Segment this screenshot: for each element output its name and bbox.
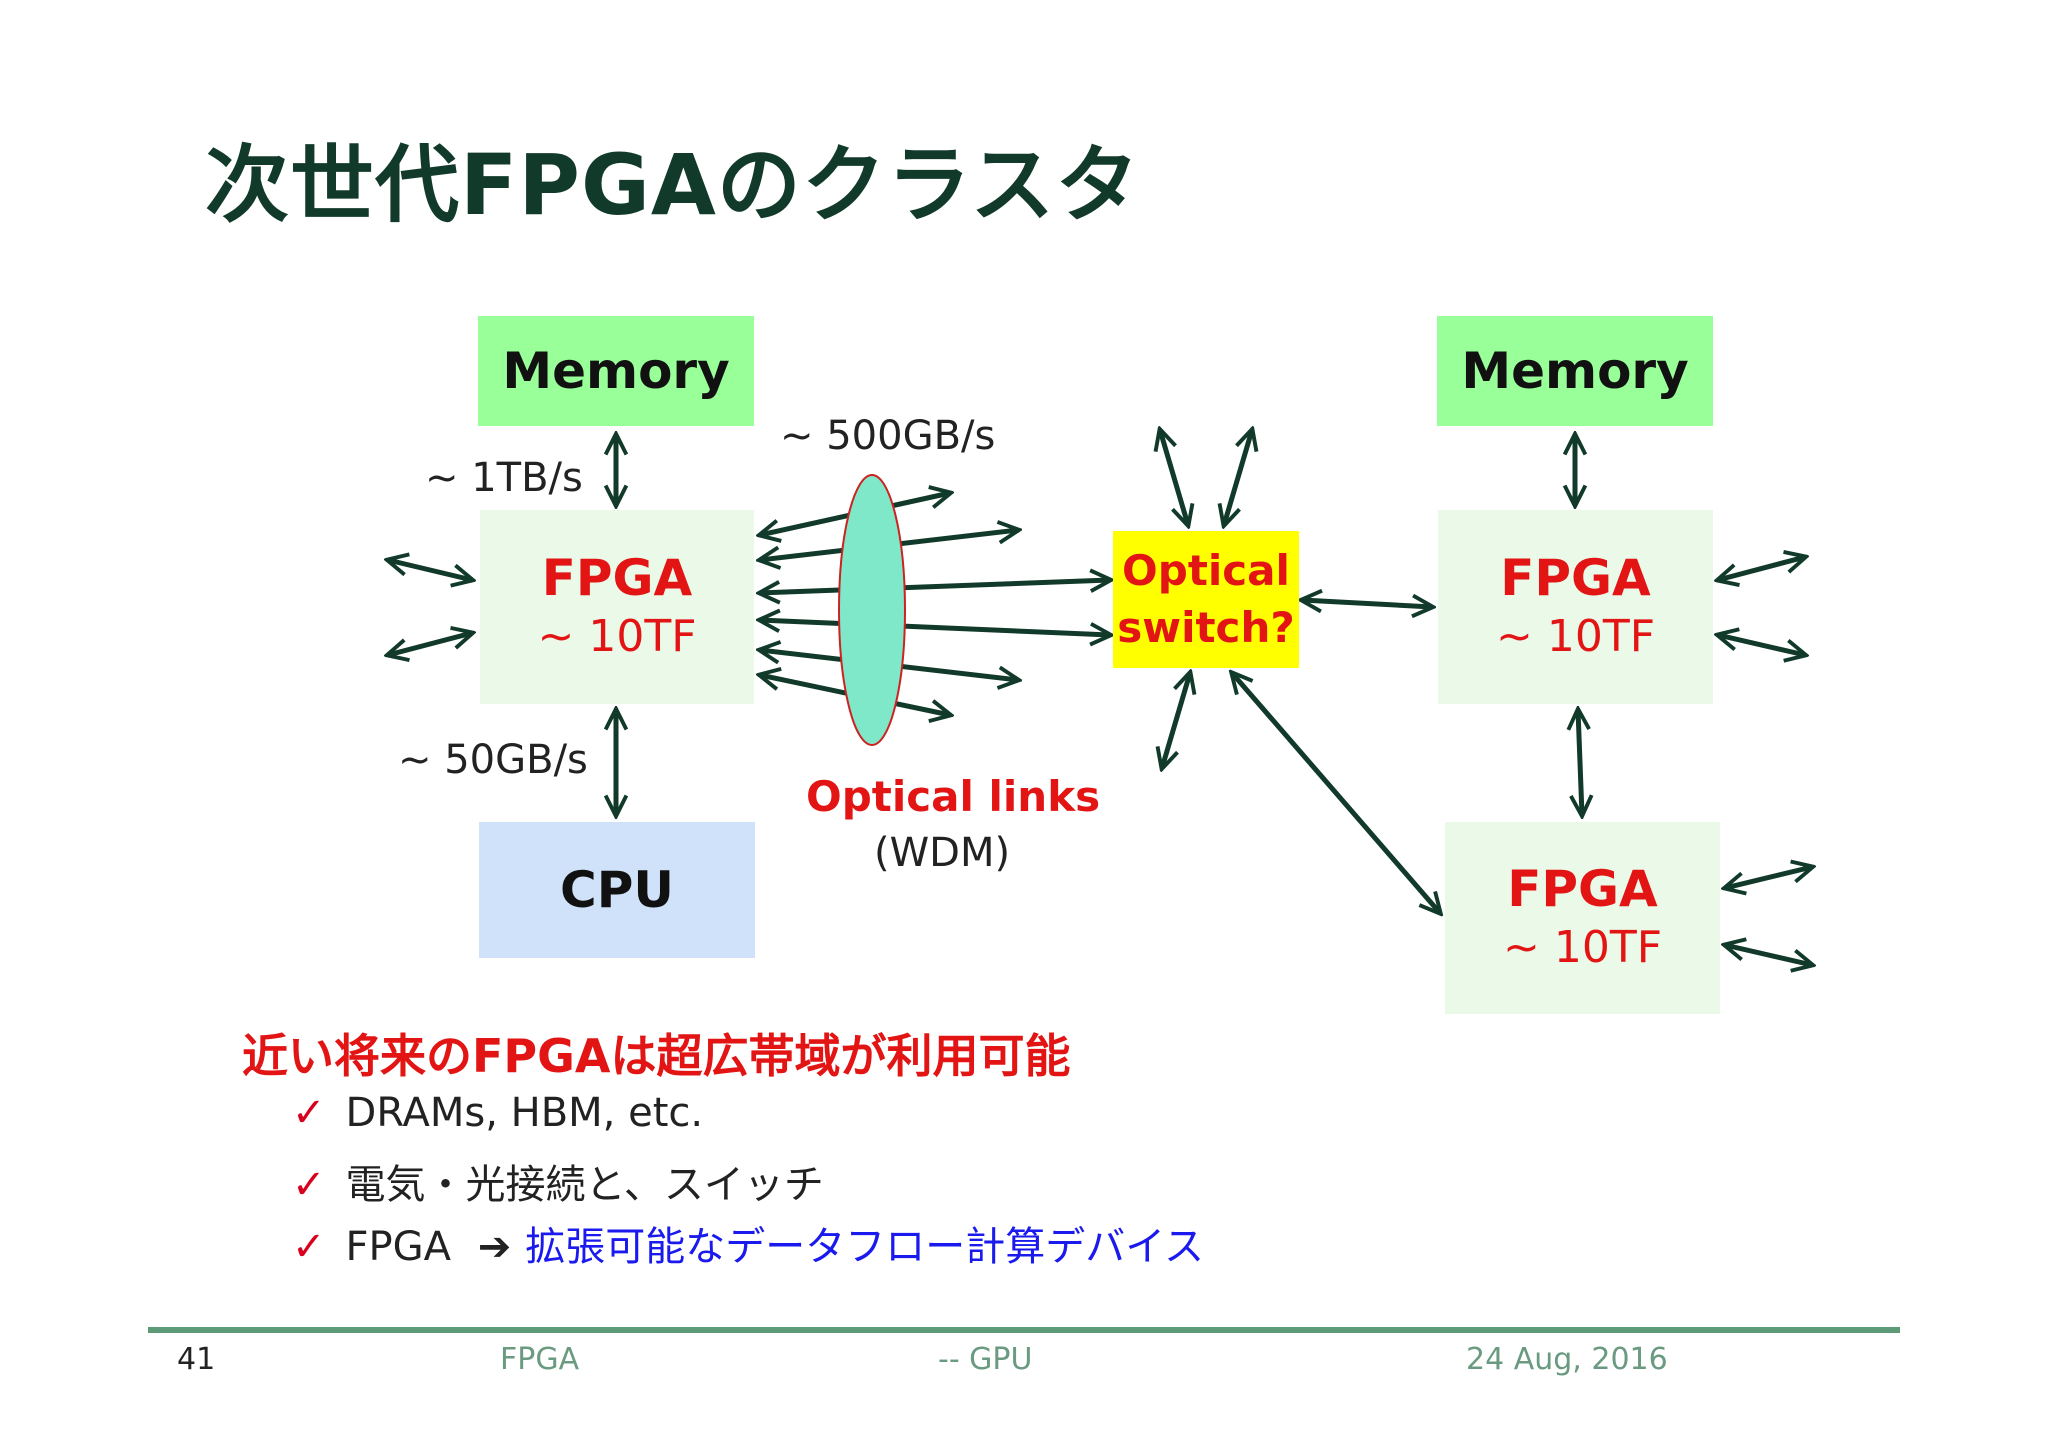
check-icon: ✓ — [292, 1224, 326, 1270]
memory-bandwidth-label: ~ 1TB/s — [425, 455, 583, 501]
memory-label: Memory — [1461, 342, 1689, 400]
fpga-box-left: FPGA ~ 10TF — [480, 510, 754, 704]
optical-links-sublabel: (WDM) — [874, 830, 1011, 876]
fpga-performance: ~ 10TF — [1502, 922, 1663, 974]
fpga-box-right-bottom: FPGA ~ 10TF — [1445, 822, 1720, 1014]
bullet-item: ✓ 電気・光接続と、スイッチ — [292, 1152, 824, 1210]
summary-heading: 近い将来のFPGAは超広帯域が利用可能 — [242, 1029, 1071, 1083]
footer-left-text: FPGA — [500, 1342, 580, 1377]
optical-bandwidth-label: ~ 500GB/s — [780, 413, 996, 459]
fpga-label: FPGA — [541, 549, 693, 608]
switch-fpga-link — [1302, 600, 1432, 607]
footer-center-text: -- GPU — [938, 1342, 1033, 1377]
fpga-label: FPGA — [1507, 860, 1658, 919]
optical-switch-box: Optical switch? — [1113, 531, 1299, 668]
fpga-right-external-arrow — [1718, 557, 1805, 580]
memory-label: Memory — [502, 342, 730, 400]
bullet-text: DRAMs, HBM, etc. — [345, 1090, 704, 1136]
cpu-box: CPU — [479, 822, 755, 958]
switch-external-arrow — [1160, 430, 1188, 525]
fpga-box-right-top: FPGA ~ 10TF — [1438, 510, 1713, 704]
fpga-left-external-arrow — [388, 633, 472, 655]
optical-switch-line2: switch? — [1117, 602, 1295, 652]
optical-link-arrow — [760, 620, 1110, 635]
fpga-label: FPGA — [1500, 549, 1651, 608]
check-icon: ✓ — [292, 1090, 326, 1136]
fpga-right-external-arrow — [1725, 867, 1812, 888]
switch-external-arrow — [1162, 673, 1190, 768]
fpga-performance: ~ 10TF — [1495, 611, 1656, 663]
bullet-item: ✓ FPGA ➔ 拡張可能なデータフロー計算デバイス — [292, 1214, 1204, 1272]
slide-title: 次世代FPGAのクラスタ — [205, 136, 1141, 234]
optical-links-ellipse — [838, 474, 906, 746]
cpu-bandwidth-label: ~ 50GB/s — [398, 737, 588, 783]
fpga-left-external-arrow — [388, 560, 472, 580]
cpu-label: CPU — [560, 861, 674, 919]
fpga-performance: ~ 10TF — [537, 611, 697, 663]
optical-links-label: Optical links — [806, 772, 1101, 821]
bullet-text: 電気・光接続と、スイッチ — [345, 1162, 824, 1208]
memory-box-left: Memory — [478, 316, 754, 426]
footer-date: 24 Aug, 2016 — [1466, 1342, 1668, 1377]
check-icon: ✓ — [292, 1162, 326, 1208]
fpga-right-external-arrow — [1725, 945, 1812, 965]
footer-divider — [148, 1327, 1900, 1333]
switch-external-arrow — [1224, 430, 1252, 525]
fpga-fpga-link — [1578, 710, 1582, 815]
bullet-item: ✓ DRAMs, HBM, etc. — [292, 1090, 703, 1136]
optical-switch-line1: Optical — [1122, 545, 1290, 595]
bullet-highlight: 拡張可能なデータフロー計算デバイス — [525, 1224, 1205, 1270]
switch-fpga-bottom-link — [1232, 673, 1440, 913]
optical-link-arrow — [760, 580, 1110, 593]
fpga-right-external-arrow — [1718, 635, 1805, 655]
right-arrow-icon: ➔ — [477, 1224, 512, 1270]
memory-box-right: Memory — [1437, 316, 1713, 426]
page-number: 41 — [177, 1342, 216, 1377]
bullet-prefix: FPGA — [345, 1224, 452, 1270]
